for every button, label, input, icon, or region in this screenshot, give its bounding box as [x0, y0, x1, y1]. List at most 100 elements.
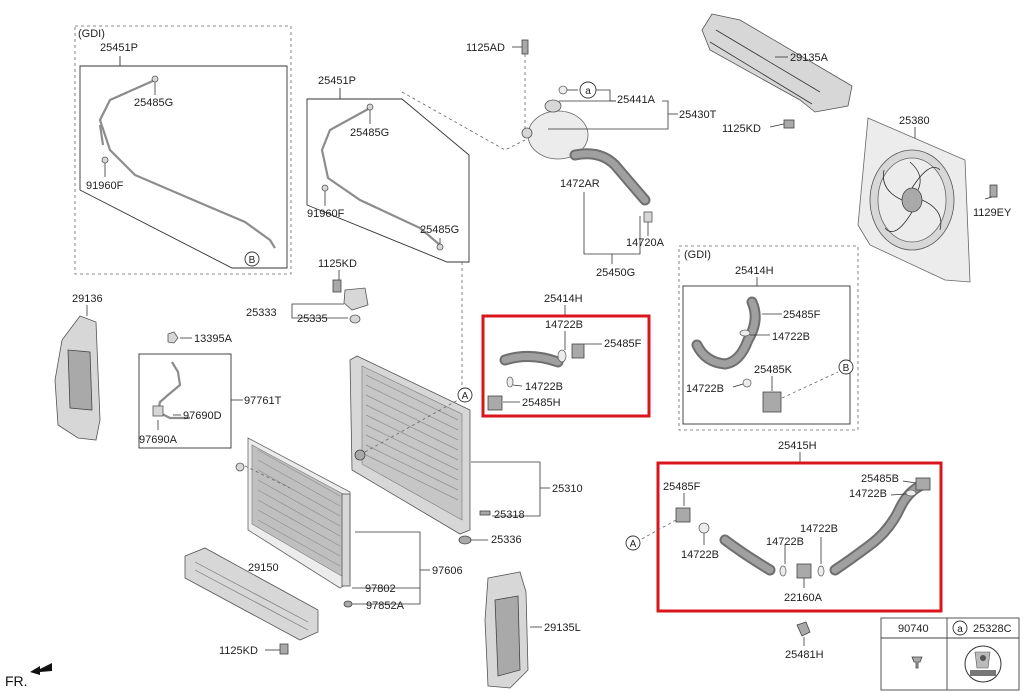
- clamp-25481H-group: 25481H: [785, 621, 824, 661]
- gdi-label-right: (GDI): [684, 249, 711, 261]
- front-indicator: FR.: [5, 663, 52, 689]
- clamp-14720A: [643, 211, 653, 223]
- svg-text:A: A: [630, 539, 637, 550]
- upper-hose-25414H: 25414H 14722B 25485F 14722B 25485H: [481, 293, 651, 418]
- label-29135A: 29135A: [790, 52, 829, 64]
- label-97690D: 97690D: [183, 410, 222, 422]
- label-14722B-a: 14722B: [545, 319, 583, 331]
- label-25450G: 25450G: [596, 267, 635, 279]
- callout-A-radiator: [457, 387, 473, 403]
- label-25485F-c: 25485F: [663, 481, 701, 493]
- fitting-25485B: [915, 477, 931, 491]
- label-25414H-a: 25414H: [544, 293, 583, 305]
- cooling-fan-25380: 25380 1129EY: [857, 115, 1012, 283]
- label-25414H-b: 25414H: [735, 265, 774, 277]
- reservoir-group: 1125AD a 25441A 25430T 1472AR 25450G 147…: [466, 39, 717, 279]
- label-29150: 29150: [248, 562, 279, 574]
- label-25318: 25318: [494, 509, 525, 521]
- bolt-1125KD-b: [332, 279, 342, 293]
- clip-91960F-a: [101, 156, 109, 164]
- label-25415H: 25415H: [778, 440, 817, 452]
- label-14722B-h: 14722B: [849, 488, 887, 500]
- lower-air-guard-29150: 29150 1125KD: [184, 547, 319, 657]
- label-14722B-g: 14722B: [800, 523, 838, 535]
- air-guard-29135A: [701, 13, 853, 113]
- reservoir-cap: [544, 99, 562, 113]
- highlight-box-25414H: [481, 314, 651, 418]
- gdi-box-right: (GDI) 25414H 25485F 14722B 14722B 25485K…: [678, 245, 859, 431]
- label-25485G-a: 25485G: [134, 97, 173, 109]
- label-22160A: 22160A: [784, 592, 823, 604]
- cap-97852A: [343, 600, 353, 608]
- label-1125KD-b: 1125KD: [318, 258, 357, 270]
- label-25481H: 25481H: [785, 649, 824, 661]
- clip-90740-icon: [911, 656, 923, 669]
- label-1472AR: 1472AR: [560, 178, 600, 190]
- label-25335: 25335: [297, 313, 328, 325]
- highlight-box-25415H: [656, 461, 943, 613]
- front-arrow-icon: [30, 663, 52, 675]
- label-97852A: 97852A: [366, 600, 405, 612]
- label-29136: 29136: [72, 293, 103, 305]
- callout-A-lower: [625, 535, 641, 551]
- label-25451P-a: 25451P: [100, 42, 138, 54]
- connector-22160A: [796, 563, 812, 579]
- svg-text:A: A: [462, 391, 469, 402]
- svg-text:B: B: [249, 255, 256, 266]
- label-90740: 90740: [898, 623, 929, 635]
- bushing-25336: [458, 535, 472, 545]
- label-25451P-b: 25451P: [318, 75, 356, 87]
- label-14722B-c: 14722B: [772, 331, 810, 343]
- mount-group: 1125KD 25333 25335: [246, 258, 369, 325]
- drain-25318: [479, 510, 491, 516]
- label-14722B-d: 14722B: [686, 383, 724, 395]
- label-1125AD: 1125AD: [466, 42, 505, 54]
- label-25485H: 25485H: [522, 397, 561, 409]
- label-14720A: 14720A: [626, 237, 665, 249]
- label-25485G-b: 25485G: [350, 127, 389, 139]
- bolt-1129EY: [989, 184, 998, 198]
- label-14722B-b: 14722B: [525, 381, 563, 393]
- callout-B-left: [244, 251, 260, 267]
- svg-text:a: a: [585, 86, 591, 97]
- label-25485B: 25485B: [861, 473, 899, 485]
- svg-text:a: a: [957, 624, 963, 635]
- label-97690A: 97690A: [139, 434, 178, 446]
- fan-hub: [901, 187, 923, 213]
- label-25328C: 25328C: [973, 623, 1012, 635]
- label-29135L: 29135L: [544, 622, 581, 634]
- guard-29150: [184, 547, 319, 641]
- callout-a-legend: [952, 620, 968, 636]
- bolt-1125KD-a: [783, 119, 795, 129]
- label-14722B-e: 14722B: [681, 549, 719, 561]
- label-1125KD-c: 1125KD: [219, 645, 258, 657]
- air-guard-29136: 29136: [54, 293, 103, 441]
- label-25333: 25333: [246, 307, 277, 319]
- legend-table: 90740 a 25328C: [880, 617, 1020, 691]
- ac-hose-group-97761T: 13395A 97761T 97690D 97690A: [138, 331, 282, 449]
- label-25485F-b: 25485F: [783, 309, 821, 321]
- label-91960F-b: 91960F: [307, 208, 345, 220]
- gdi-label-left: (GDI): [78, 28, 105, 40]
- gdi-box-right-frame: [678, 245, 859, 431]
- label-14722B-f: 14722B: [766, 536, 804, 548]
- box-97761T: [138, 353, 232, 449]
- clamp-25481H: [796, 621, 811, 637]
- condenser-97606: 97606 97802 97852A: [235, 437, 463, 612]
- side-air-guard-29135L: 29135L: [484, 571, 581, 689]
- pipe-25451P-a: [98, 78, 276, 249]
- bolt-1125AD: [521, 39, 529, 55]
- label-25485G-c: 25485G: [420, 224, 459, 236]
- label-91960F-a: 91960F: [86, 180, 124, 192]
- label-97761T: 97761T: [244, 395, 282, 407]
- label-25485K: 25485K: [754, 364, 793, 376]
- label-25485F-a: 25485F: [604, 338, 642, 350]
- clip-13395A: [167, 331, 179, 344]
- bracket-25333: [343, 287, 369, 311]
- callout-B-right: [838, 359, 854, 375]
- pipe-group-25451P-b: 25451P 25485G 91960F 25485G: [306, 75, 526, 401]
- label-1125KD-a: 1125KD: [722, 123, 761, 135]
- label-25310: 25310: [552, 483, 583, 495]
- fitting-25485K: [762, 391, 782, 413]
